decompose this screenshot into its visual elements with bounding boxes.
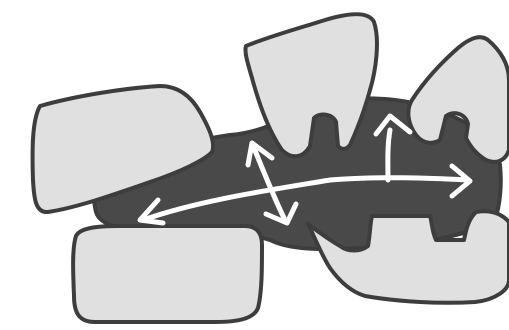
arrow-branch-up: [388, 130, 390, 180]
block-bottom-left: [73, 226, 262, 322]
